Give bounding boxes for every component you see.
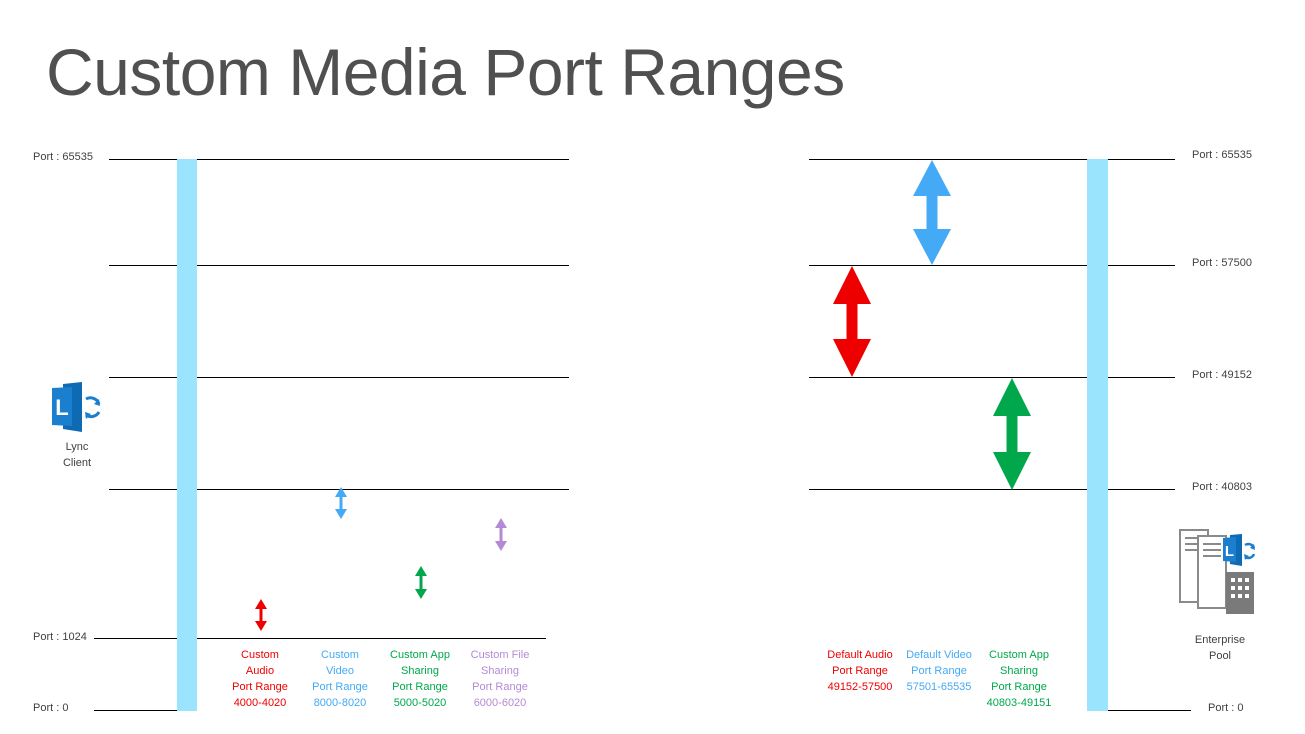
port-label-57500-right: Port : 57500 [1192, 257, 1252, 269]
line-left-3 [109, 377, 569, 378]
line-port-57500-right [809, 265, 1175, 266]
arrow-custom-appsharing [415, 566, 427, 599]
line-port-0-left [94, 710, 197, 711]
page-title: Custom Media Port Ranges [46, 35, 845, 109]
svg-text:L: L [1225, 543, 1234, 560]
lync-client-icon: L [52, 382, 101, 432]
arrow-custom-video [335, 487, 347, 519]
caption-custom-video: Custom Video Port Range 8000-8020 [312, 649, 368, 709]
port-label-0-left: Port : 0 [33, 702, 69, 714]
arrow-custom-filesharing [495, 518, 507, 551]
port-label-40803-right: Port : 40803 [1192, 481, 1252, 493]
caption-default-audio: Default Audio Port Range 49152-57500 [827, 649, 893, 693]
port-label-49152-right: Port : 49152 [1192, 369, 1252, 381]
arrow-custom-appsharing-right [993, 378, 1031, 490]
pool-port-bar [1087, 159, 1108, 711]
caption-custom-filesharing: Custom File Sharing Port Range 6000-6020 [470, 649, 530, 709]
line-port-0-right [1087, 710, 1191, 711]
port-label-65535-left: Port : 65535 [33, 151, 93, 163]
port-label-0-right: Port : 0 [1208, 702, 1244, 714]
line-port-40803-right [809, 489, 1175, 490]
enterprise-pool-icon: L [1179, 529, 1256, 614]
arrow-default-audio [833, 266, 871, 377]
arrow-default-video [913, 160, 951, 265]
line-port-49152-right [809, 377, 1175, 378]
client-port-bar [177, 159, 197, 711]
caption-custom-appsharing-right: Custom App Sharing Port Range 40803-4915… [986, 649, 1052, 709]
arrow-custom-audio [255, 599, 267, 631]
caption-custom-appsharing: Custom App Sharing Port Range 5000-5020 [390, 649, 450, 709]
line-port-65535-right [809, 159, 1175, 160]
port-label-1024-left: Port : 1024 [33, 631, 87, 643]
line-left-2 [109, 265, 569, 266]
line-port-1024-left [94, 638, 546, 639]
port-label-65535-right: Port : 65535 [1192, 149, 1252, 161]
caption-custom-audio: Custom Audio Port Range 4000-4020 [232, 649, 288, 709]
enterprise-pool-label: Enterprise Pool [1194, 634, 1246, 662]
line-port-65535-left [109, 159, 569, 160]
lync-client-label: Lync Client [62, 441, 92, 469]
line-left-4 [109, 489, 569, 490]
svg-text:L: L [55, 395, 68, 420]
caption-default-video: Default Video Port Range 57501-65535 [906, 649, 972, 693]
